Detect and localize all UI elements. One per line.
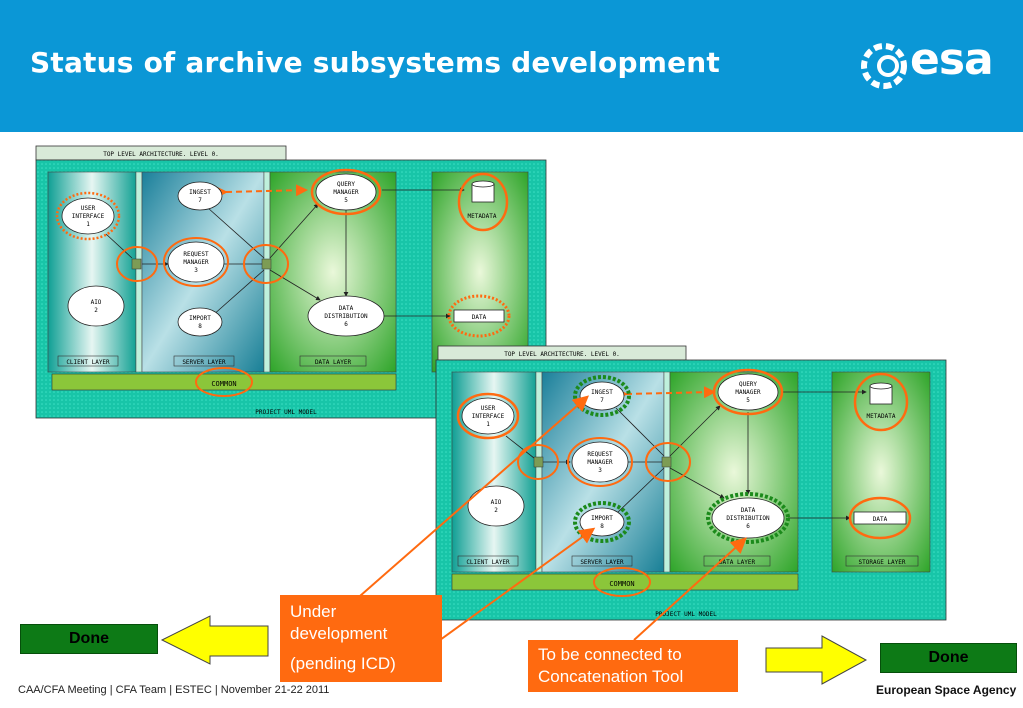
svg-text:AIO: AIO [91,299,102,306]
client-layer-label: CLIENT LAYER [66,359,110,366]
ingest-node: INGEST 7 [579,381,625,411]
footer-text: CAA/CFA Meeting | CFA Team | ESTEC | Nov… [18,684,330,696]
svg-text:3: 3 [194,267,198,274]
svg-text:IMPORT: IMPORT [189,315,211,322]
svg-text:INGEST: INGEST [189,189,211,196]
svg-text:INGEST: INGEST [591,389,613,396]
storage-layer [431,171,529,373]
svg-text:MANAGER: MANAGER [183,259,209,266]
aio-node: AIO 2 [467,485,525,527]
esa-logo: esa [858,34,1003,92]
diagram-footer: PROJECT UML MODEL [255,409,317,416]
svg-text:1: 1 [86,221,90,228]
svg-text:2: 2 [94,307,98,314]
callout-line: To be connected to [538,645,682,664]
slide-title: Status of archive subsystems development [30,46,720,79]
svg-text:REQUEST: REQUEST [183,251,209,258]
svg-text:7: 7 [198,197,202,204]
concatenation-callout: To be connected to Concatenation Tool [528,640,738,692]
svg-text:REQUEST: REQUEST [587,451,613,458]
callout-line: (pending ICD) [290,654,396,673]
request-manager-node: REQUEST MANAGER 3 [571,441,629,483]
svg-text:DATA: DATA [339,305,354,312]
common-label: COMMON [609,580,634,588]
query-manager-node: QUERY MANAGER 5 [717,373,779,411]
svg-text:2: 2 [494,507,498,514]
callout-line: development [290,624,388,643]
common-label: COMMON [211,380,236,388]
data-node: DATA [453,309,505,323]
metadata-node: METADATA [867,382,896,420]
done-badge-left: Done [20,624,158,654]
server-layer-label: SERVER LAYER [182,359,226,366]
svg-text:8: 8 [600,523,604,530]
server-layer-label: SERVER LAYER [580,559,624,566]
architecture-diagram-1: TOP LEVEL ARCHITECTURE. LEVEL 0. CLIENT … [35,145,547,419]
svg-text:5: 5 [344,197,348,204]
storage-layer-label: STORAGE LAYER [859,559,906,566]
data-distribution-node: DATA DISTRIBUTION 6 [307,295,385,337]
done-badge-right: Done [880,643,1017,673]
metadata-node: METADATA [468,180,497,220]
svg-text:8: 8 [198,323,202,330]
request-manager-highlight [163,237,229,287]
svg-text:MANAGER: MANAGER [587,459,613,466]
import-pending-highlight [573,501,631,543]
ui-done-highlight [456,392,520,440]
svg-text:6: 6 [746,523,750,530]
svg-text:1: 1 [486,421,490,428]
request-manager-node: REQUEST MANAGER 3 [167,241,225,283]
client-layer-label: CLIENT LAYER [466,559,510,566]
distribution-pending-highlight [706,492,790,544]
callout-line: Under [290,602,337,621]
svg-text:7: 7 [600,397,604,404]
svg-text:DATA: DATA [873,516,888,523]
aio-node: AIO 2 [67,285,125,327]
svg-text:USER: USER [81,205,96,212]
diagram-footer: PROJECT UML MODEL [655,611,717,618]
svg-text:INTERFACE: INTERFACE [72,213,105,220]
user-interface-node: USER INTERFACE 1 [61,197,115,235]
user-interface-node: USER INTERFACE 1 [461,397,515,435]
left-arrow-icon [160,615,269,665]
esa-logo-text: esa [910,34,994,85]
right-arrow-icon [765,635,868,685]
import-node: IMPORT 8 [177,307,223,337]
svg-text:QUERY: QUERY [739,381,757,388]
svg-text:MANAGER: MANAGER [333,189,359,196]
header-bar [0,0,1023,132]
diagram-header-label: TOP LEVEL ARCHITECTURE. LEVEL 0. [103,151,219,158]
svg-text:DISTRIBUTION: DISTRIBUTION [324,313,368,320]
svg-text:MANAGER: MANAGER [735,389,761,396]
common-layer [51,373,397,391]
diagram-header-label: TOP LEVEL ARCHITECTURE. LEVEL 0. [504,351,620,358]
data-node: DATA [853,511,907,525]
ui-pending-highlight [55,191,121,241]
svg-text:5: 5 [746,397,750,404]
svg-text:DISTRIBUTION: DISTRIBUTION [726,515,770,522]
esa-globe-icon [861,43,907,89]
query-manager-node: QUERY MANAGER 5 [315,173,377,211]
data-layer-label: DATA LAYER [315,359,352,366]
data-layer-label: DATA LAYER [719,559,756,566]
svg-text:DATA: DATA [472,314,487,321]
svg-text:USER: USER [481,405,496,412]
svg-text:IMPORT: IMPORT [591,515,613,522]
under-development-callout: Under development (pending ICD) [280,595,442,682]
agency-name: European Space Agency [876,683,1017,697]
svg-text:METADATA: METADATA [867,413,896,420]
svg-text:AIO: AIO [491,499,502,506]
svg-text:DATA: DATA [741,507,756,514]
common-layer [451,573,799,591]
ingest-node: INGEST 7 [177,181,223,211]
svg-text:QUERY: QUERY [337,181,355,188]
svg-text:METADATA: METADATA [468,213,497,220]
svg-text:6: 6 [344,321,348,328]
data-distribution-node: DATA DISTRIBUTION 6 [711,497,785,539]
svg-text:3: 3 [598,467,602,474]
architecture-diagram-2: TOP LEVEL ARCHITECTURE. LEVEL 0. CLIENT … [435,345,947,621]
svg-text:INTERFACE: INTERFACE [472,413,505,420]
callout-line: Concatenation Tool [538,667,684,686]
